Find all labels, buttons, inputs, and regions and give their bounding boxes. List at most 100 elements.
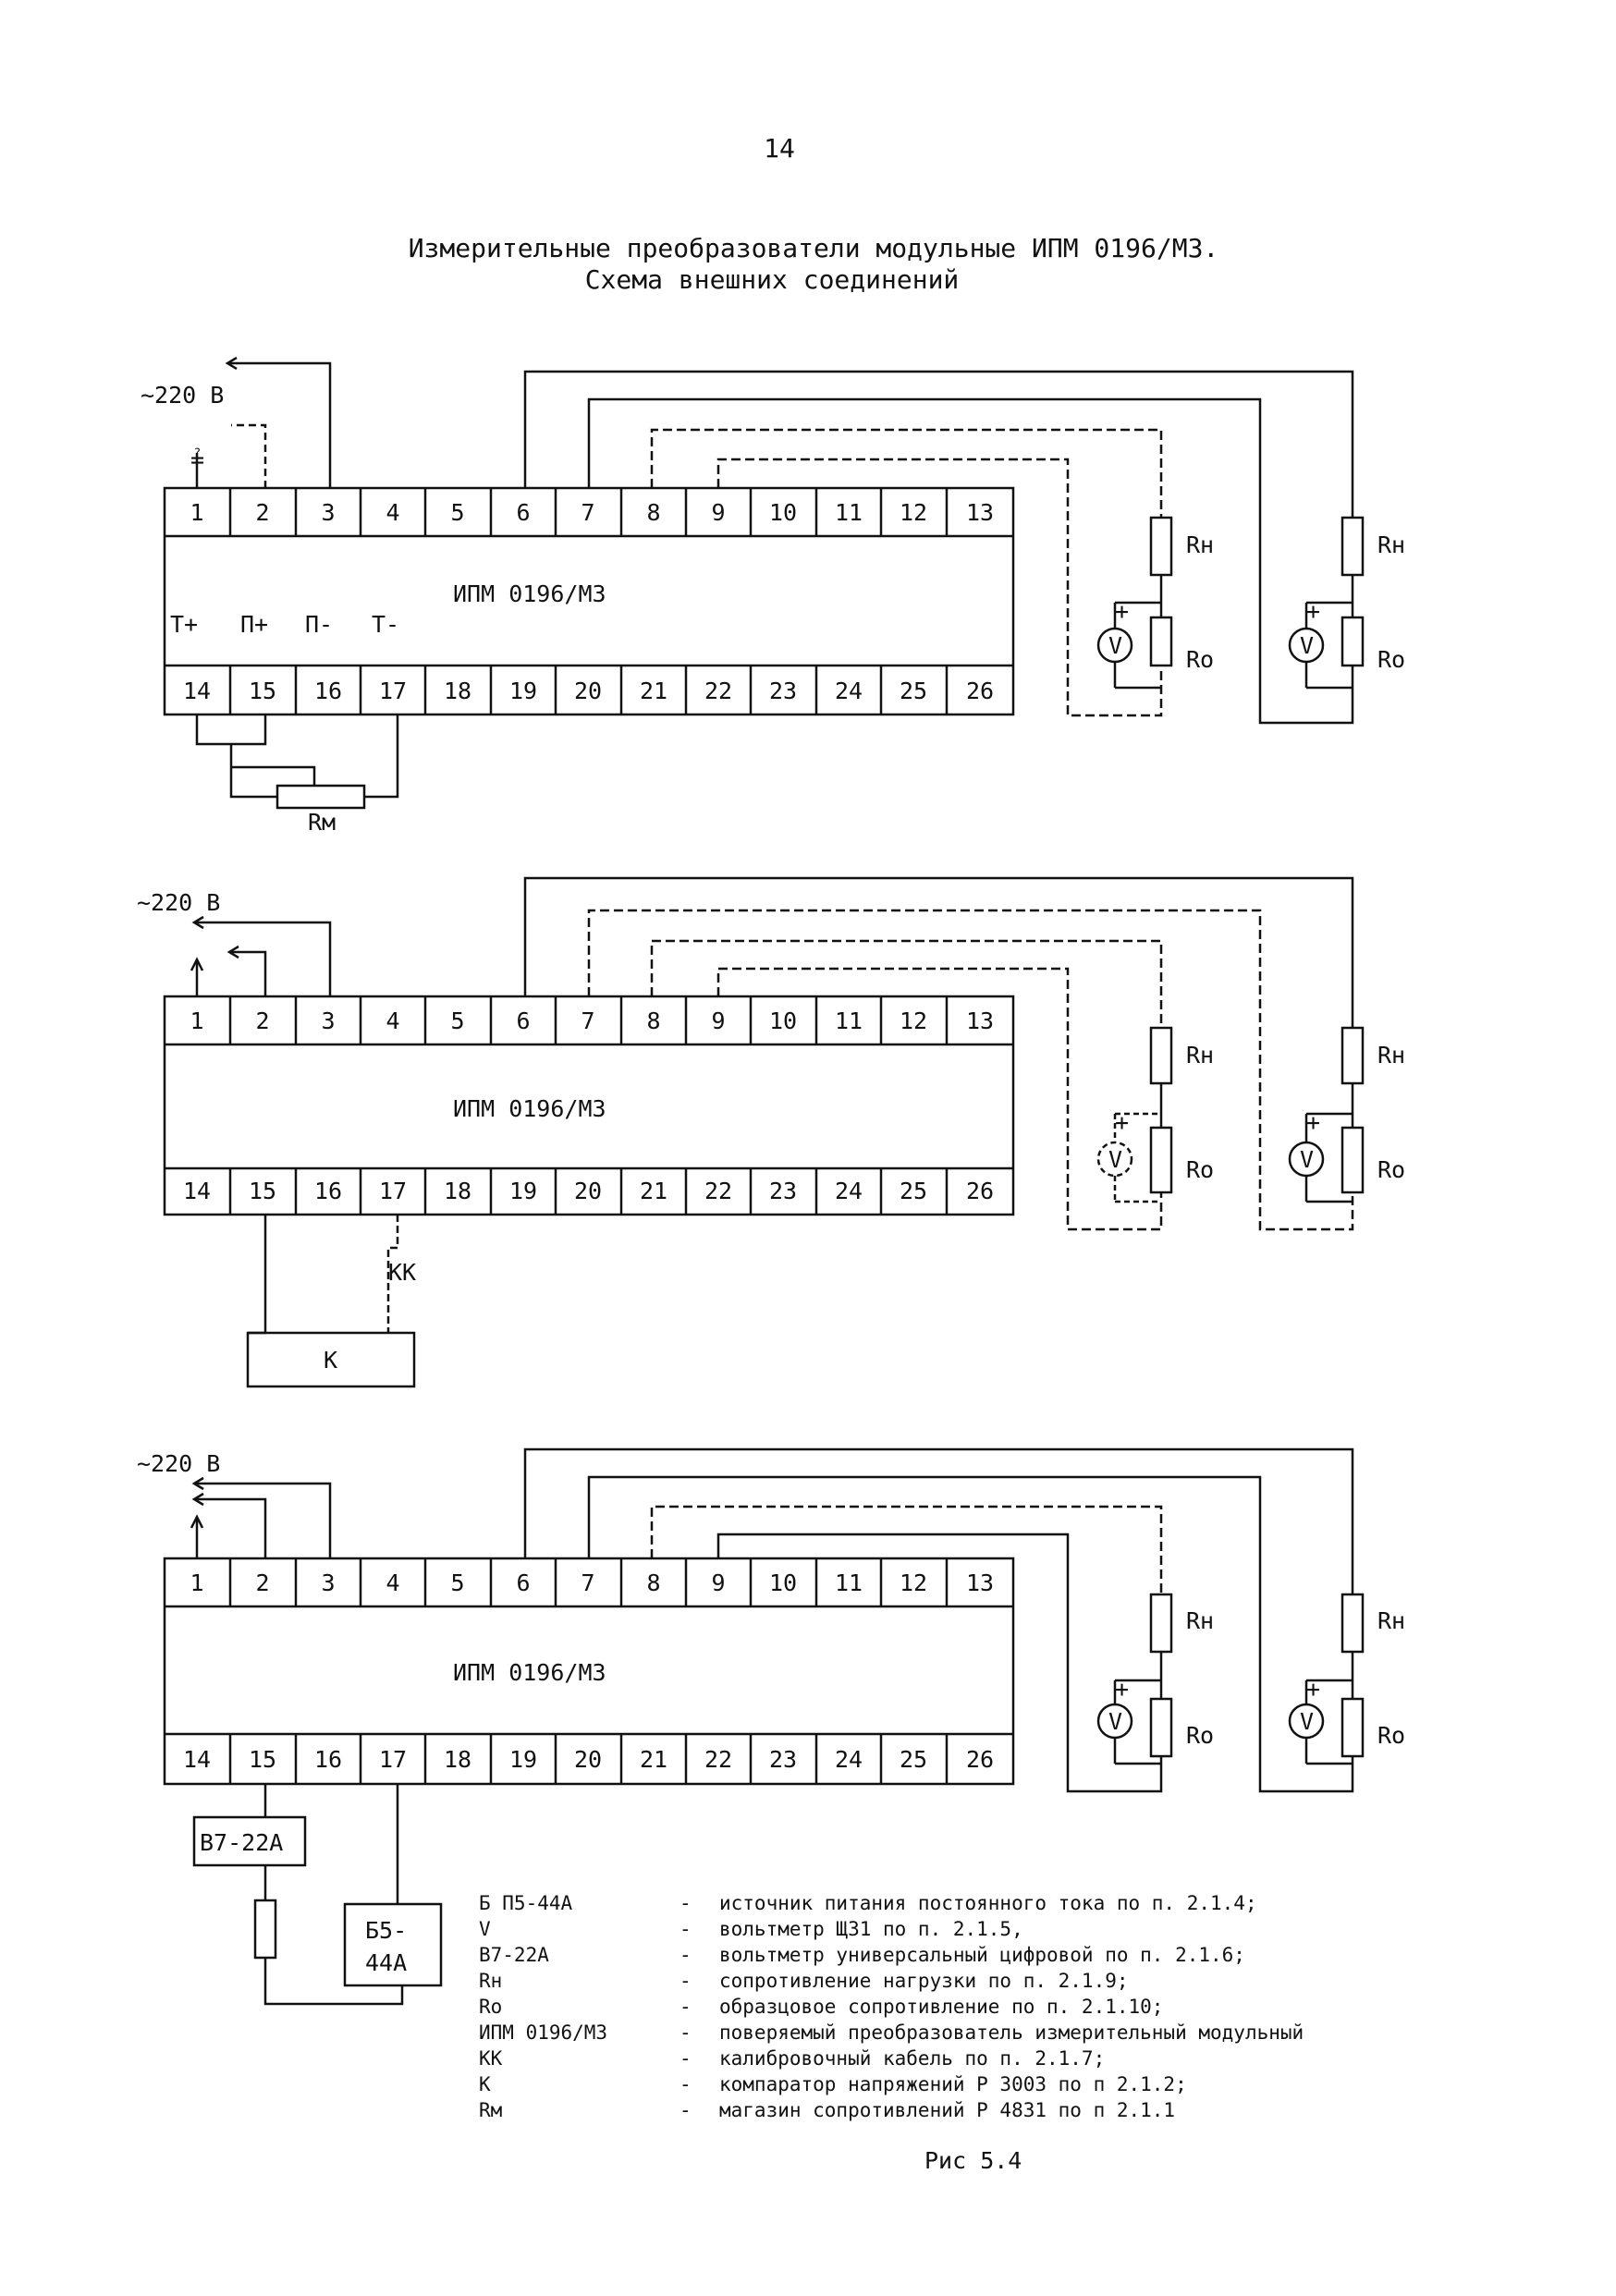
legend-desc: поверяемый преобразователь измерительный… xyxy=(719,2021,1304,2044)
terminal-11: 11 xyxy=(835,1008,863,1034)
terminal-23: 23 xyxy=(769,1178,797,1204)
terminal-grid-bottom xyxy=(228,1734,949,1784)
output-wire-6 xyxy=(523,370,1354,518)
terminal-8: 8 xyxy=(646,1008,660,1034)
output-wire-6 xyxy=(523,1447,1354,1594)
legend-desc: компаратор напряжений Р 3003 по п 2.1.2; xyxy=(719,2073,1187,2095)
load-resistor xyxy=(1149,516,1173,577)
terminal-19: 19 xyxy=(509,1178,537,1204)
arrow-head xyxy=(190,957,204,971)
terminal-15: 15 xyxy=(249,1178,276,1204)
terminal-23: 23 xyxy=(769,678,797,704)
output-wire-7 xyxy=(587,397,1354,725)
arrow-head xyxy=(225,356,238,371)
legend-term: ИПМ 0196/М3 xyxy=(479,2021,607,2044)
supply-label: ~220 В xyxy=(137,889,220,916)
psu-label: 44А xyxy=(365,1949,407,1976)
reference-resistor xyxy=(1149,616,1173,667)
terminal-1: 1 xyxy=(190,499,203,526)
device-label: ИПМ 0196/М3 xyxy=(453,1095,606,1122)
diagram-3-labels: ~220 В 1 2 3 4 5 6 7 8 9 10 11 12 13 14 … xyxy=(137,1450,1405,1976)
terminal-17: 17 xyxy=(379,1746,407,1773)
pin-label-t-plus: Т+ xyxy=(170,611,198,638)
voltmeter-label: V xyxy=(1108,1708,1122,1735)
legend-term: Б П5-44А xyxy=(479,1892,573,1914)
diagram-1-labels: ~220 В ≟ 1 2 3 4 5 6 7 8 9 10 11 12 13 1… xyxy=(141,382,1405,836)
legend-term: Rм xyxy=(479,2099,503,2121)
terminal-2: 2 xyxy=(255,1569,269,1596)
plus-sign: + xyxy=(1306,1676,1320,1703)
legend-term: К xyxy=(479,2073,491,2095)
legend-term: КК xyxy=(479,2047,503,2070)
legend-dash: - xyxy=(679,1970,692,1992)
plus-sign: + xyxy=(1115,1676,1129,1703)
comparator-label: К xyxy=(324,1347,337,1374)
link-wire xyxy=(364,714,399,799)
arrow-head xyxy=(191,1476,204,1491)
link-wire xyxy=(195,714,267,746)
legend-desc: образцовое сопротивление по п. 2.1.10; xyxy=(719,1996,1163,2018)
legend-dash: - xyxy=(679,2099,692,2121)
terminal-3: 3 xyxy=(321,499,335,526)
legend-term: V xyxy=(479,1918,491,1940)
terminal-11: 11 xyxy=(835,1569,863,1596)
supply-wire xyxy=(196,1482,332,1558)
legend-desc: источник питания постоянного тока по п. … xyxy=(719,1892,1257,1914)
plus-sign: + xyxy=(1115,1109,1129,1136)
terminal-17: 17 xyxy=(379,1178,407,1204)
terminal-25: 25 xyxy=(900,1178,927,1204)
terminal-grid-bottom xyxy=(228,666,949,714)
terminal-11: 11 xyxy=(835,499,863,526)
terminal-15: 15 xyxy=(249,678,276,704)
legend-dash: - xyxy=(679,1918,692,1940)
reference-resistor xyxy=(1149,1126,1173,1194)
terminal-21: 21 xyxy=(640,1178,667,1204)
load-resistor-label: Rн xyxy=(1186,531,1214,558)
pin-label-t-minus: Т- xyxy=(372,611,399,638)
diagram-3 xyxy=(163,1447,1365,2006)
supply-wire xyxy=(196,921,332,996)
voltmeter-symbol xyxy=(1096,1141,1133,1178)
legend-dash: - xyxy=(679,2073,692,2095)
legend-term: В7-22А xyxy=(479,1944,549,1966)
link-wire xyxy=(231,765,316,786)
digital-voltmeter-box xyxy=(192,1815,307,1867)
terminal-5: 5 xyxy=(450,1008,464,1034)
comparator-wire xyxy=(248,1215,267,1335)
resistance-box-label: Rм xyxy=(308,809,336,836)
diagram-2 xyxy=(163,876,1365,1388)
plus-sign: + xyxy=(1115,598,1129,625)
supply-label: ~220 В xyxy=(141,382,224,409)
terminal-4: 4 xyxy=(386,1569,399,1596)
terminal-13: 13 xyxy=(966,1008,994,1034)
page-subtitle: Схема внешних соединений xyxy=(585,264,960,295)
legend-dash: - xyxy=(679,1996,692,2018)
legend-term: Rн xyxy=(479,1970,502,1992)
terminal-13: 13 xyxy=(966,1569,994,1596)
terminal-10: 10 xyxy=(769,1008,797,1034)
legend-term: Ro xyxy=(479,1996,502,2018)
terminal-12: 12 xyxy=(900,499,927,526)
terminal-13: 13 xyxy=(966,499,994,526)
ground-symbol: ≟ xyxy=(190,446,204,473)
terminal-10: 10 xyxy=(769,499,797,526)
terminal-14: 14 xyxy=(183,1178,211,1204)
ref-resistor-label: Ro xyxy=(1186,1722,1214,1749)
terminal-17: 17 xyxy=(379,678,407,704)
terminal-8: 8 xyxy=(646,499,660,526)
output-wire-7 xyxy=(587,909,1354,1231)
terminal-25: 25 xyxy=(900,1746,927,1773)
legend-dash: - xyxy=(679,1892,692,1914)
load-resistor-label: Rн xyxy=(1186,1042,1214,1069)
terminal-3: 3 xyxy=(321,1569,335,1596)
terminal-6: 6 xyxy=(516,1008,530,1034)
resistance-box xyxy=(275,784,366,810)
load-resistor-label: Rн xyxy=(1377,1042,1405,1069)
terminal-grid-bottom xyxy=(228,1168,949,1215)
terminal-10: 10 xyxy=(769,1569,797,1596)
comparator-box xyxy=(246,1331,416,1388)
terminal-19: 19 xyxy=(509,1746,537,1773)
plus-sign: + xyxy=(1306,1109,1320,1136)
terminal-6: 6 xyxy=(516,1569,530,1596)
